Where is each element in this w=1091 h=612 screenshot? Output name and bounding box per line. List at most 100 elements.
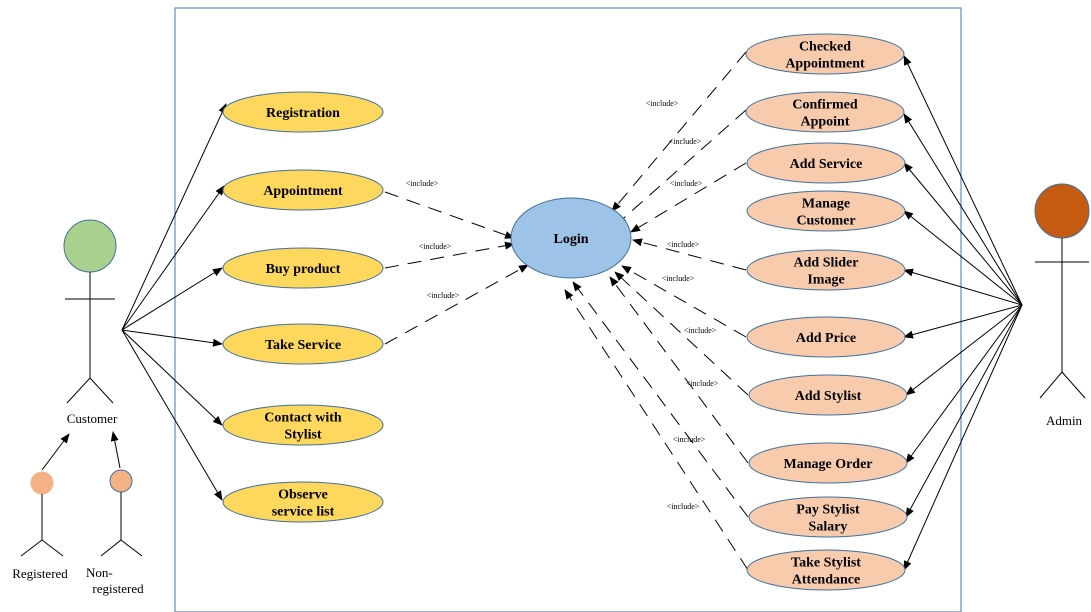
use-case-observe-service-list-label-line-1: Observe bbox=[278, 488, 328, 503]
include-label: <include> bbox=[670, 179, 703, 188]
include-line bbox=[614, 271, 749, 396]
use-case-manage-order-label: Manage Order bbox=[783, 457, 872, 472]
include-line bbox=[564, 289, 749, 571]
include-label: <include> bbox=[419, 242, 452, 251]
include-label: <include> bbox=[646, 99, 679, 108]
use-case-add-stylist-label: Add Stylist bbox=[795, 389, 862, 404]
customer-association-line bbox=[121, 329, 223, 347]
use-case-confirmed-appoint-ellipse[interactable] bbox=[745, 91, 905, 133]
use-case-take-stylist-attendance-label-line-2: Attendance bbox=[792, 573, 860, 588]
customer-association-line bbox=[121, 329, 223, 426]
use-case-checked-appointment-ellipse[interactable] bbox=[745, 33, 905, 75]
registered-label: Registered bbox=[12, 566, 68, 581]
use-case-add-slider-image-ellipse[interactable] bbox=[746, 249, 906, 291]
admin-association-line bbox=[903, 113, 1023, 306]
admin-association-line bbox=[905, 304, 1023, 464]
use-case-buy-product[interactable]: Buy product bbox=[222, 247, 384, 289]
use-case-observe-service-list[interactable]: Observe service list bbox=[222, 481, 384, 523]
use-case-add-stylist[interactable]: Add Stylist bbox=[748, 374, 908, 416]
registered-head bbox=[30, 471, 54, 495]
include-line bbox=[611, 51, 747, 212]
include-line bbox=[609, 276, 749, 464]
admin-actor: Admin bbox=[1034, 183, 1090, 428]
login-ellipse[interactable] bbox=[510, 197, 632, 279]
admin-association-line bbox=[903, 210, 1023, 306]
customer-association-line bbox=[121, 267, 223, 331]
use-case-add-price-label: Add Price bbox=[796, 331, 856, 346]
use-case-contact-with-stylist-label-line-1: Contact with bbox=[264, 411, 342, 426]
use-case-appointment-label-line-1: Appointment bbox=[263, 184, 343, 199]
non-registered-label-line-1: Non- bbox=[86, 565, 113, 580]
include-line bbox=[632, 238, 747, 271]
use-case-manage-order-label-line-1: Manage Order bbox=[783, 457, 872, 472]
use-case-contact-with-stylist-label-line-2: Stylist bbox=[284, 428, 322, 443]
include-label: <include> bbox=[667, 502, 700, 511]
use-case-checked-appointment-label-line-1: Checked bbox=[799, 40, 851, 55]
include-label: <include> bbox=[686, 379, 719, 388]
use-case-buy-product-label: Buy product bbox=[266, 262, 341, 277]
use-case-add-price[interactable]: Add Price bbox=[746, 316, 906, 358]
use-case-add-price-ellipse[interactable] bbox=[746, 316, 906, 358]
admin-association-line bbox=[905, 304, 1023, 518]
use-case-contact-with-stylist-ellipse[interactable] bbox=[222, 404, 384, 446]
use-case-take-stylist-attendance-ellipse[interactable] bbox=[746, 549, 906, 591]
use-case-take-service-ellipse[interactable] bbox=[222, 323, 384, 365]
use-case-take-service-label-line-1: Take Service bbox=[265, 338, 341, 353]
use-case-registration-ellipse[interactable] bbox=[222, 91, 384, 133]
include-labels: <include> <include> <include> <include> <inc… bbox=[406, 99, 719, 511]
use-case-appointment-ellipse[interactable] bbox=[222, 169, 384, 211]
use-case-registration[interactable]: Registration bbox=[222, 91, 384, 133]
use-case-take-service-label: Take Service bbox=[265, 338, 341, 353]
use-case-pay-stylist-salary-label-line-2: Salary bbox=[809, 520, 848, 535]
non-registered-label-line-2: registered bbox=[92, 581, 144, 596]
use-case-add-stylist-label-line-1: Add Stylist bbox=[795, 389, 862, 404]
use-case-observe-service-list-ellipse[interactable] bbox=[222, 481, 384, 523]
use-case-manage-customer-ellipse[interactable] bbox=[746, 190, 906, 232]
use-case-registration-label: Registration bbox=[266, 106, 340, 121]
customer-actor: Customer bbox=[63, 219, 118, 426]
use-case-add-service[interactable]: Add Service bbox=[746, 142, 906, 184]
non-registered-label: Non- registered bbox=[86, 565, 144, 596]
use-case-manage-order[interactable]: Manage Order bbox=[748, 442, 908, 484]
use-case-add-price-label-line-1: Add Price bbox=[796, 331, 856, 346]
use-case-take-service[interactable]: Take Service bbox=[222, 323, 384, 365]
use-case-checked-appointment-label-line-2: Appointment bbox=[785, 57, 865, 72]
use-case-manage-order-ellipse[interactable] bbox=[748, 442, 908, 484]
admin-association-line bbox=[905, 304, 1023, 396]
customer-association-line bbox=[121, 185, 225, 331]
customer-label: Customer bbox=[67, 411, 118, 426]
include-line bbox=[630, 162, 747, 233]
customer-leg-left bbox=[66, 377, 91, 404]
use-case-appointment[interactable]: Appointment bbox=[222, 169, 384, 211]
use-case-login[interactable]: Login bbox=[510, 197, 632, 279]
login-label: Login bbox=[553, 232, 588, 247]
non-registered-head bbox=[109, 469, 133, 493]
use-case-add-service-ellipse[interactable] bbox=[746, 142, 906, 184]
customer-leg-right bbox=[89, 377, 114, 404]
use-case-take-stylist-attendance-label-line-1: Take Stylist bbox=[791, 556, 861, 571]
use-case-observe-service-list-label-line-2: service list bbox=[272, 505, 335, 520]
admin-association-line bbox=[903, 304, 1023, 571]
use-case-buy-product-ellipse[interactable] bbox=[222, 247, 384, 289]
admin-label: Admin bbox=[1046, 413, 1083, 428]
include-line bbox=[572, 281, 749, 518]
include-line bbox=[384, 264, 529, 345]
use-case-pay-stylist-salary-ellipse[interactable] bbox=[748, 496, 908, 538]
use-case-add-stylist-ellipse[interactable] bbox=[748, 374, 908, 416]
use-case-add-slider-image-label-line-1: Add Slider bbox=[794, 256, 859, 271]
